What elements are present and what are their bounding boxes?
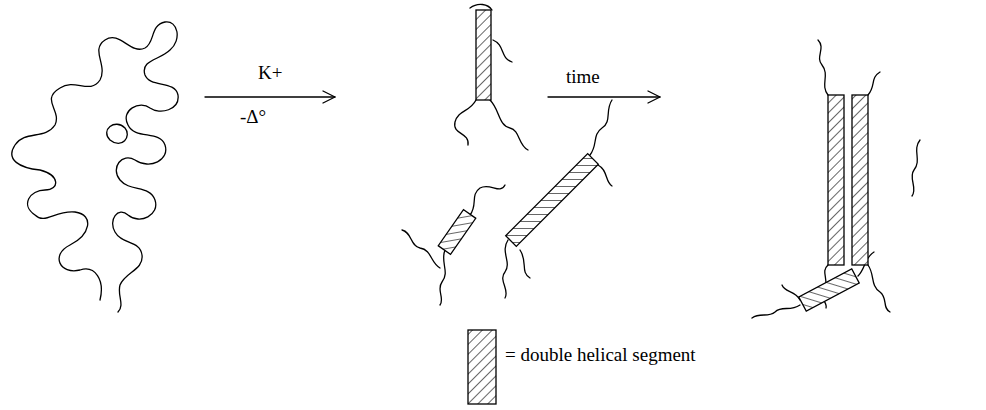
arrow-head xyxy=(323,91,335,103)
legend-swatch xyxy=(468,330,496,404)
reaction-arrow xyxy=(548,96,660,97)
double-helix xyxy=(438,210,476,255)
double-helix xyxy=(506,154,599,247)
ion-label: K+ xyxy=(258,62,282,84)
double-helix xyxy=(828,95,844,265)
enthalpy-label: -Δ° xyxy=(240,106,266,128)
double-helix xyxy=(852,95,868,265)
random-coil xyxy=(12,22,178,312)
arrow-head xyxy=(648,91,660,103)
double-helix xyxy=(799,269,859,311)
legend-text: = double helical segment xyxy=(505,344,696,366)
double-helix xyxy=(476,10,491,100)
time-label: time xyxy=(566,66,600,88)
reaction-arrow xyxy=(205,96,335,97)
